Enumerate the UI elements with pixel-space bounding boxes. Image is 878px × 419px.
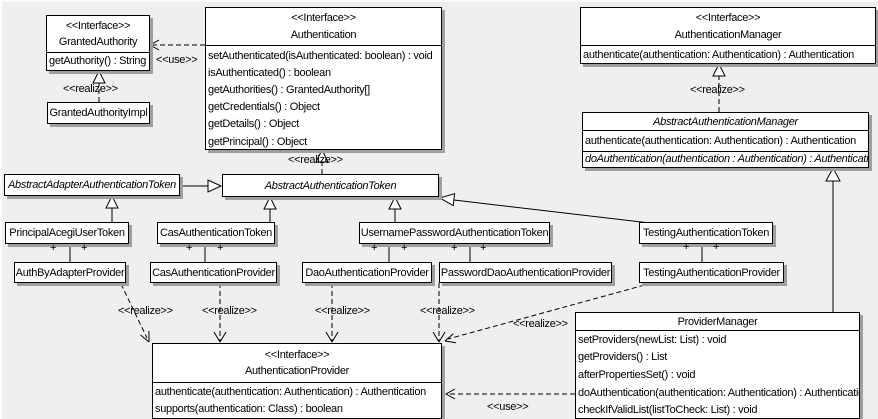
class-cas-authentication-provider[interactable]: CasAuthenticationProvider <box>150 262 277 283</box>
stereotype-label: <<Interface>> <box>291 12 356 25</box>
class-username-password-authentication-token[interactable]: UsernamePasswordAuthenticationToken <box>359 222 550 244</box>
realize-label: <<realize>> <box>118 305 173 317</box>
use-label: <<use>> <box>487 401 529 413</box>
class-abstract-authentication-token[interactable]: AbstractAuthenticationToken <box>222 174 439 197</box>
method: doAuthentication(authentication: Authent… <box>578 386 859 399</box>
class-authentication-manager[interactable]: <<Interface>> AuthenticationManager auth… <box>580 7 876 64</box>
method: authenticate(authentication: Authenticat… <box>155 385 426 398</box>
class-name: ProviderManager <box>677 315 758 328</box>
class-dao-authentication-provider[interactable]: DaoAuthenticationProvider <box>302 262 432 283</box>
realize-label: <<realize>> <box>513 318 568 330</box>
association-end-label: + <box>50 242 57 254</box>
method: doAuthentication(authentication : Authen… <box>585 153 868 165</box>
class-granted-authority-impl[interactable]: GrantedAuthorityImpl <box>47 102 150 124</box>
class-provider-manager[interactable]: ProviderManager setProviders(newList: Li… <box>575 312 860 419</box>
use-arrow-authentication-to-grantedauthority <box>148 39 205 51</box>
method: supports(authentication: Class) : boolea… <box>155 403 343 416</box>
class-password-dao-authentication-provider[interactable]: PasswordDaoAuthenticationProvider <box>439 262 612 283</box>
use-arrow-providermanager-to-authenticationprovider <box>444 388 575 400</box>
generalization-adapter-to-abstracttoken <box>180 179 223 193</box>
class-name: GrantedAuthority <box>58 36 138 48</box>
class-name: TestingAuthenticationToken <box>642 227 770 239</box>
association-end-label: + <box>451 242 458 254</box>
method: authenticate(authentication: Authenticat… <box>583 48 854 61</box>
generalization-usernametoken-to-abstracttoken <box>388 195 402 222</box>
association-end-label: + <box>683 241 690 253</box>
class-name: Authentication <box>290 28 357 41</box>
class-name: AuthenticationProvider <box>244 365 350 378</box>
class-name: CasAuthenticationToken <box>159 227 273 239</box>
class-name: AbstractAdapterAuthenticationToken <box>8 179 176 191</box>
realize-label: <<realize>> <box>288 154 343 166</box>
method: getAuthority() : String <box>49 55 147 67</box>
use-label: <<use>> <box>156 54 198 66</box>
class-name: UsernamePasswordAuthenticationToken <box>360 227 549 239</box>
method: getCredentials() : Object <box>208 101 320 114</box>
association-end-label: + <box>371 242 378 254</box>
class-name: AuthByAdapterProvider <box>15 266 125 279</box>
class-name: PrincipalAcegiUserToken <box>9 227 125 239</box>
generalization-principal-to-adapter <box>105 194 119 222</box>
class-testing-authentication-provider[interactable]: TestingAuthenticationProvider <box>639 262 784 283</box>
class-name: AbstractAuthenticationManager <box>653 115 798 128</box>
class-principal-acegi-user-token[interactable]: PrincipalAcegiUserToken <box>5 222 129 244</box>
class-name: DaoAuthenticationProvider <box>305 266 429 279</box>
class-abstract-authentication-manager[interactable]: AbstractAuthenticationManager authentica… <box>582 112 869 168</box>
class-authentication[interactable]: <<Interface>> Authentication setAuthenti… <box>205 7 442 150</box>
stereotype-label: <<Interface>> <box>695 12 761 25</box>
method: getDetails() : Object <box>208 118 299 131</box>
class-name: PasswordDaoAuthenticationProvider <box>440 266 611 279</box>
realize-label: <<realize>> <box>202 305 257 317</box>
class-name: CasAuthenticationProvider <box>152 266 275 279</box>
realize-label: <<realize>> <box>315 305 370 317</box>
class-name: GrantedAuthorityImpl <box>49 107 148 119</box>
method: authenticate(authentication: Authenticat… <box>583 131 868 152</box>
association-end-label: + <box>217 242 224 254</box>
method: setAuthenticated(isAuthenticated: boolea… <box>208 49 433 62</box>
generalization-testingtoken-to-abstracttoken <box>438 193 651 224</box>
class-name: AbstractAuthenticationToken <box>264 179 397 192</box>
realize-label: <<realize>> <box>690 84 745 96</box>
class-name: TestingAuthenticationProvider <box>643 266 780 279</box>
method: getPrincipal() : Object <box>208 135 307 148</box>
method: getAuthorities() : GrantedAuthority[] <box>208 83 370 96</box>
association-end-label: + <box>186 242 193 254</box>
realize-label: <<realize>> <box>420 305 475 317</box>
method: checkIfValidList(listToCheck: List) : vo… <box>578 404 758 417</box>
class-authentication-provider[interactable]: <<Interface>> AuthenticationProvider aut… <box>152 343 442 419</box>
class-name: AuthenticationManager <box>674 28 782 41</box>
class-testing-authentication-token[interactable]: TestingAuthenticationToken <box>639 222 773 244</box>
method: setProviders(newList: List) : void <box>578 333 727 346</box>
class-abstract-adapter-authentication-token[interactable]: AbstractAdapterAuthenticationToken <box>4 174 180 196</box>
realize-label: <<realize>> <box>63 83 118 95</box>
class-auth-by-adapter-provider[interactable]: AuthByAdapterProvider <box>14 262 126 283</box>
generalization-castoken-to-abstracttoken <box>263 195 277 222</box>
class-granted-authority[interactable]: <<Interface>> GrantedAuthority getAuthor… <box>46 15 150 71</box>
generalization-providermanager-to-abstractmanager <box>825 166 841 312</box>
method: getProviders() : List <box>578 351 668 364</box>
association-end-label: + <box>401 242 408 254</box>
method: isAuthenticated() : boolean <box>208 66 331 79</box>
class-cas-authentication-token[interactable]: CasAuthenticationToken <box>157 222 275 244</box>
association-end-label: + <box>480 242 487 254</box>
stereotype-label: <<Interface>> <box>264 348 330 361</box>
method: afterPropertiesSet() : void <box>578 368 696 381</box>
association-end-label: + <box>81 242 88 254</box>
association-end-label: + <box>713 241 720 253</box>
stereotype-label: <<Interface>> <box>65 20 131 32</box>
